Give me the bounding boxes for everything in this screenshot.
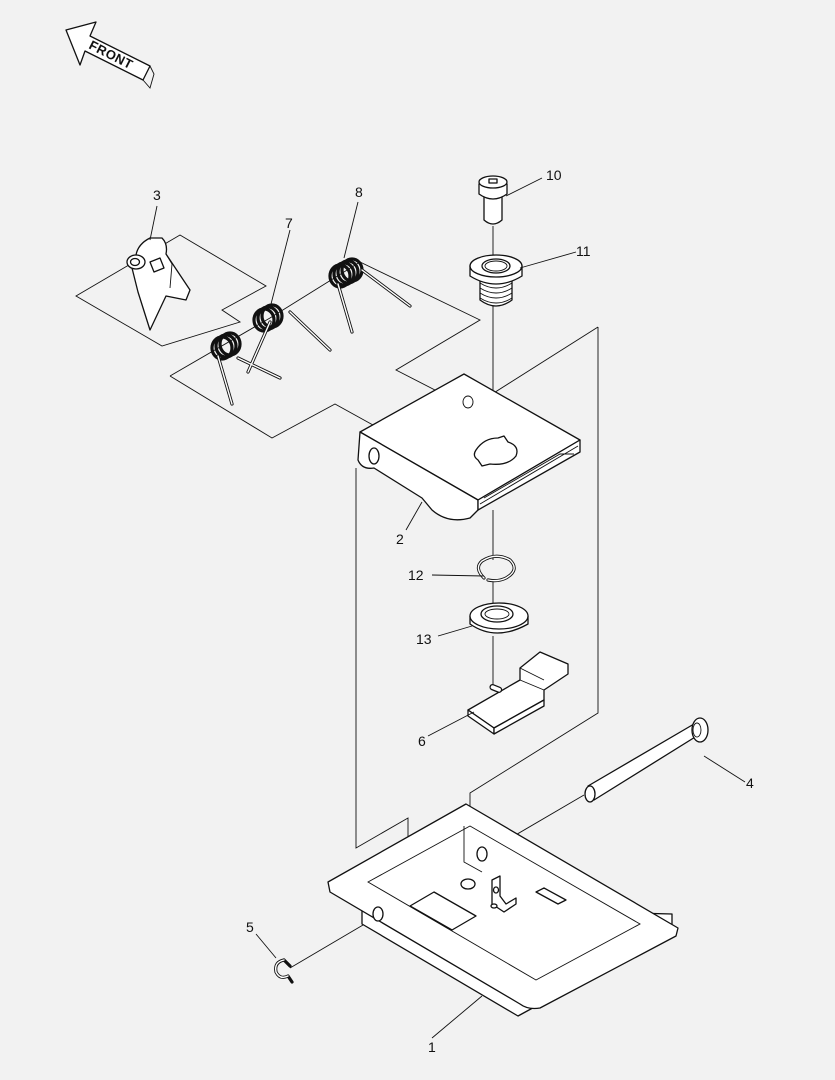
- callout-2: 2: [396, 531, 404, 547]
- callout-6: 6: [418, 733, 426, 749]
- callout-10: 10: [546, 167, 562, 183]
- front-direction-arrow: FRONT: [65, 21, 155, 89]
- callout-7: 7: [285, 215, 293, 231]
- part-1-base-tray: [327, 803, 679, 1017]
- callout-3: 3: [153, 187, 161, 203]
- callout-labels: 1 2 3 4 5 6 7 8 10 11 12 13: [153, 167, 754, 1055]
- part-8-torsion-spring: [328, 257, 412, 334]
- callout-13: 13: [416, 631, 432, 647]
- part-3-latch-pawl: [126, 237, 191, 331]
- callout-5: 5: [246, 919, 254, 935]
- part-2-latch-plate: [357, 373, 581, 521]
- leader-lines: [149, 177, 746, 1039]
- part-13-washer: [469, 602, 529, 634]
- part-11-threaded-nut: [469, 254, 523, 307]
- part-10-lock-cylinder: [478, 175, 508, 225]
- part-12-snap-ring: [476, 554, 516, 583]
- part-4-hinge-pin: [584, 717, 709, 803]
- part-6-actuator-plate: [467, 651, 569, 735]
- callout-4: 4: [746, 775, 754, 791]
- callout-8: 8: [355, 184, 363, 200]
- part-7-torsion-spring: [210, 303, 332, 406]
- callout-12: 12: [408, 567, 424, 583]
- part-5-clip: [274, 958, 294, 984]
- callout-11: 11: [576, 243, 591, 259]
- callout-1: 1: [428, 1039, 436, 1055]
